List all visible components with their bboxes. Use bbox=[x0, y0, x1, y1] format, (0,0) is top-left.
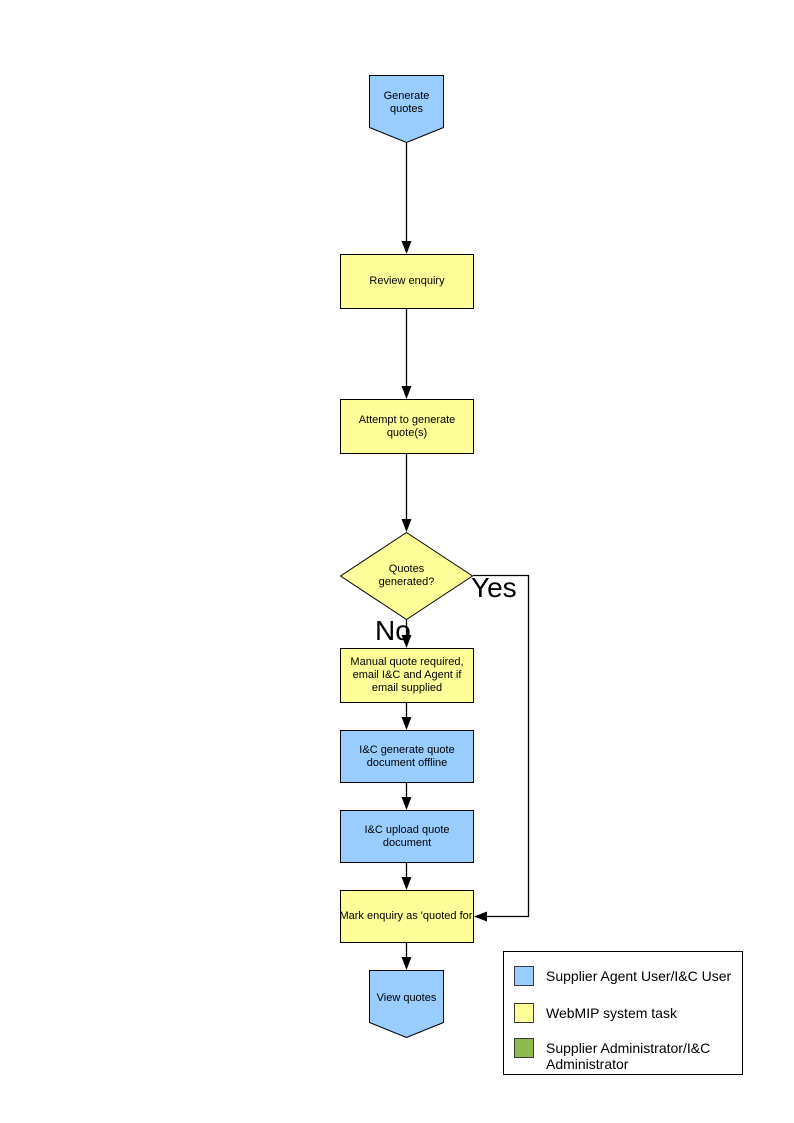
pentagon-shape bbox=[369, 75, 444, 143]
node-label: Generate quotes bbox=[383, 90, 430, 115]
node-label: View quotes bbox=[376, 991, 437, 1004]
arrowhead bbox=[401, 386, 412, 399]
legend-box: Supplier Agent User/I&C User WebMIP syst… bbox=[503, 951, 743, 1075]
node-label: Review enquiry bbox=[369, 275, 445, 287]
blue-swatch bbox=[514, 966, 534, 986]
node-attempt-generate: Attempt to generate quote(s) bbox=[340, 399, 474, 454]
arrowhead bbox=[401, 519, 412, 532]
arrowhead bbox=[401, 957, 412, 970]
node-label: Attempt to generate quote(s) bbox=[358, 413, 456, 439]
node-quotes-generated-decision: Quotes generated? bbox=[340, 532, 473, 620]
diamond-shape bbox=[340, 532, 473, 620]
node-label: Quotes generated? bbox=[378, 563, 435, 588]
arrowhead bbox=[474, 911, 487, 922]
node-label: Mark enquiry as 'quoted for' bbox=[339, 910, 475, 922]
arrow-yes-branch bbox=[473, 574, 530, 918]
legend-label: WebMIP system task bbox=[546, 1005, 677, 1021]
yellow-swatch bbox=[514, 1003, 534, 1023]
node-review-enquiry: Review enquiry bbox=[340, 254, 474, 309]
node-manual-quote: Manual quote required, email I&C and Age… bbox=[340, 648, 474, 703]
legend-label: Supplier Administrator/I&C Administrator bbox=[546, 1040, 711, 1072]
arrowhead bbox=[401, 635, 412, 648]
node-mark-enquiry: Mark enquiry as 'quoted for' bbox=[339, 890, 475, 943]
node-ic-upload: I&C upload quote document bbox=[340, 810, 474, 863]
legend-item-supplier-agent: Supplier Agent User/I&C User bbox=[514, 966, 731, 986]
legend-item-webmip-task: WebMIP system task bbox=[514, 1003, 677, 1023]
green-swatch bbox=[514, 1038, 534, 1058]
arrowhead bbox=[401, 877, 412, 890]
node-label: I&C upload quote document bbox=[364, 823, 450, 849]
branch-label-no: No bbox=[375, 615, 411, 646]
node-generate-quotes: Generate quotes bbox=[369, 75, 444, 143]
node-label: Manual quote required, email I&C and Age… bbox=[350, 656, 464, 694]
branch-label-yes: Yes bbox=[471, 572, 517, 603]
legend-label: Supplier Agent User/I&C User bbox=[546, 968, 732, 984]
node-ic-generate-offline: I&C generate quote document offline bbox=[340, 730, 474, 783]
legend-item-supplier-admin: Supplier Administrator/I&C Administrator bbox=[514, 1038, 736, 1072]
node-label: I&C generate quote document offline bbox=[359, 743, 455, 769]
arrowhead bbox=[401, 797, 412, 810]
arrowhead bbox=[401, 241, 412, 254]
pentagon-shape bbox=[369, 970, 444, 1038]
arrowhead bbox=[401, 717, 412, 730]
node-view-quotes: View quotes bbox=[369, 970, 444, 1038]
